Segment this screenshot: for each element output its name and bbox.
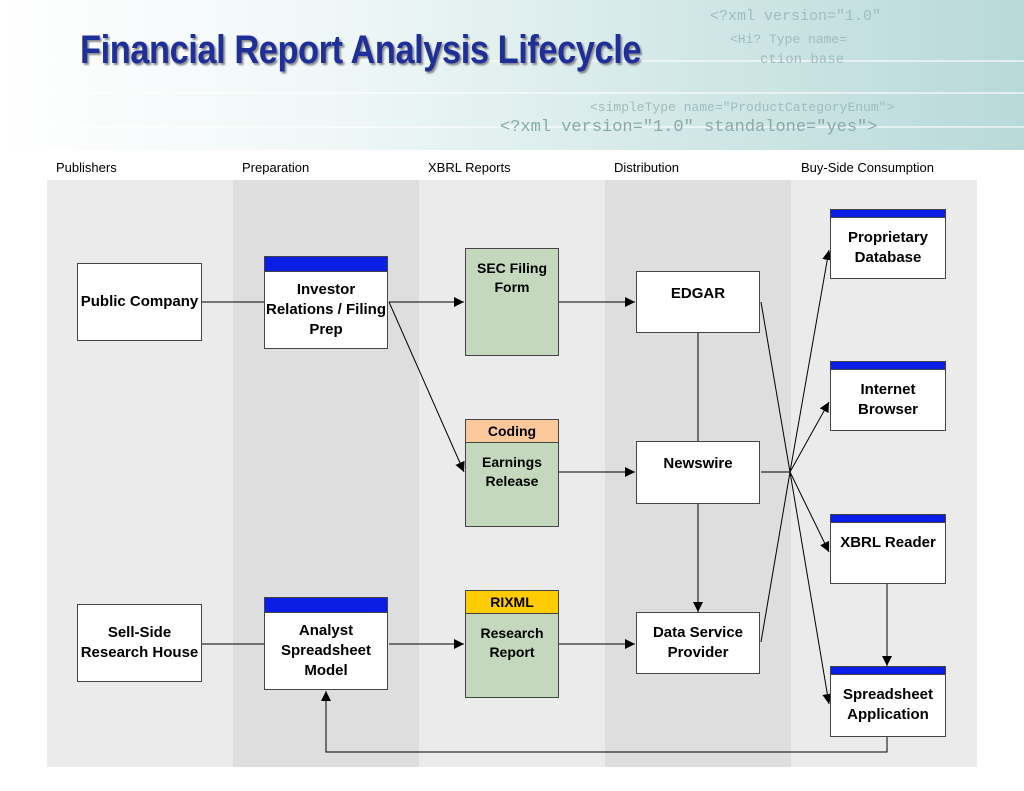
arrow-hub-to-browser (789, 401, 830, 473)
node-public-company: Public Company (77, 263, 202, 341)
node-data-service-provider: Data Service Provider (636, 612, 760, 674)
header-banner: <?xml version="1.0" <Hi? Type name= ctio… (0, 0, 1024, 150)
banner-code-3: ction base (760, 52, 845, 68)
banner-code-4: <simpleType name="ProductCategoryEnum"> (590, 100, 895, 115)
page-title: Financial Report Analysis Lifecycle (80, 28, 642, 72)
node-newswire: Newswire (636, 441, 760, 504)
column-header-preparation: Preparation (242, 160, 310, 175)
node-sell-side-research-house: Sell-Side Research House (77, 604, 202, 682)
node-label: SEC Filing Form (477, 260, 547, 295)
node-sec-filing-form: SEC Filing Form (465, 248, 559, 356)
node-label: Analyst Spreadsheet Model (280, 622, 372, 679)
column-header-buy-side: Buy-Side Consumption (801, 160, 934, 175)
node-research-report: Research Report (465, 613, 559, 698)
tab-rixml: RIXML (465, 590, 559, 613)
node-spreadsheet-application: Spreadsheet Application (830, 674, 946, 737)
banner-code-5: <?xml version="1.0" standalone="yes"> (500, 118, 878, 137)
node-label: XBRL Reader (840, 534, 936, 551)
header-bar-analyst-model (264, 597, 388, 613)
line-dataservice-to-hub (760, 471, 791, 643)
node-label: Internet Browser (857, 381, 919, 418)
column-header-xbrl-reports: XBRL Reports (428, 160, 511, 175)
node-label: Data Service Provider (652, 624, 744, 661)
node-edgar: EDGAR (636, 271, 760, 333)
node-label: Sell-Side Research House (80, 624, 199, 661)
arrow-ir-to-earnings (388, 301, 465, 473)
banner-code-2: <Hi? Type name= (730, 32, 848, 47)
arrow-spreadsheet-to-analyst (321, 691, 888, 753)
node-label: Public Company (80, 293, 199, 310)
line-edgar-to-hub (760, 301, 791, 473)
node-label: Research Report (480, 625, 544, 660)
tab-coding: Coding (465, 419, 559, 442)
node-analyst-spreadsheet-model: Analyst Spreadsheet Model (264, 612, 388, 690)
node-label: Investor Relations / Filing Prep (265, 281, 386, 338)
node-label: Earnings Release (482, 454, 542, 489)
arrow-hub-to-proprietary (789, 249, 833, 473)
header-bar-investor-relations (264, 256, 388, 272)
node-internet-browser: Internet Browser (830, 369, 946, 431)
node-investor-relations: Investor Relations / Filing Prep (264, 271, 388, 349)
arrow-hub-to-spreadsheet (789, 471, 833, 705)
node-proprietary-database: Proprietary Database (830, 217, 946, 279)
arrow-hub-to-xbrlreader (789, 471, 830, 553)
node-label: Spreadsheet Application (842, 686, 934, 723)
node-label: Newswire (663, 455, 733, 472)
column-header-publishers: Publishers (56, 160, 117, 175)
node-earnings-release: Earnings Release (465, 442, 559, 527)
node-label: EDGAR (670, 285, 726, 302)
node-label: Proprietary Database (847, 229, 929, 266)
node-xbrl-reader: XBRL Reader (830, 522, 946, 584)
column-header-distribution: Distribution (614, 160, 680, 175)
banner-code-1: <?xml version="1.0" (710, 8, 882, 25)
